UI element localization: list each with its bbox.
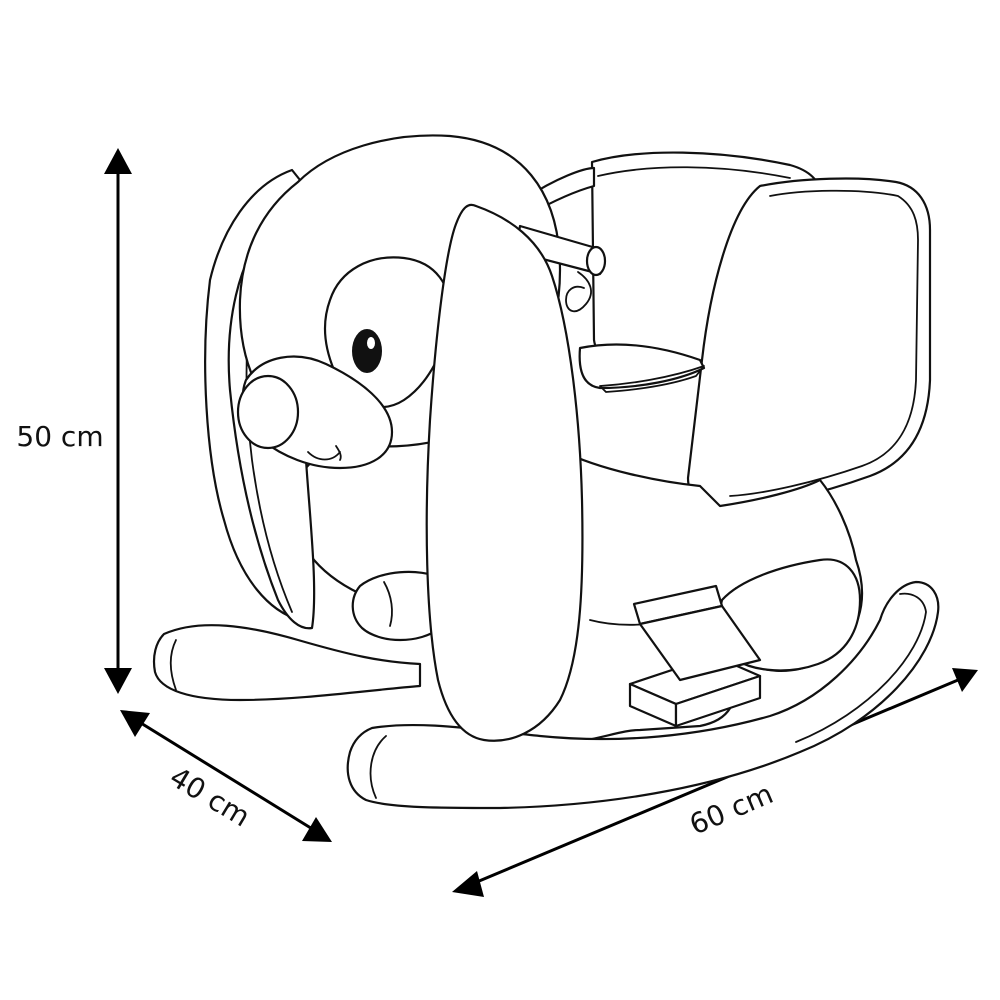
front-rocker [346, 580, 940, 810]
right-armrest-seam [729, 189, 919, 497]
dog-eye [352, 329, 382, 373]
eye-highlight [367, 337, 375, 349]
dog-mouth-corner [335, 445, 342, 461]
dog-mouth [307, 451, 341, 461]
seat-cushion [578, 343, 706, 390]
depth-arrow-end [302, 817, 332, 842]
height-label: 50 cm [16, 420, 103, 453]
width-label: 60 cm [685, 777, 778, 841]
paw-seam [383, 581, 393, 627]
right-ear [425, 203, 584, 742]
height-dimension: 50 cm [16, 148, 132, 694]
front-rocker-inner-edge [369, 735, 387, 799]
height-arrow-bottom [104, 668, 132, 694]
rocking-dog [152, 134, 940, 810]
seat-backrest-seam [597, 166, 791, 179]
width-arrow-start [452, 871, 484, 897]
dog-nose [236, 374, 300, 450]
front-rocker-edge [795, 592, 927, 743]
depth-dimension: 40 cm [120, 710, 332, 842]
handle-strap [565, 271, 592, 313]
depth-label: 40 cm [164, 760, 256, 833]
back-rocker [152, 624, 422, 702]
width-arrow-end [952, 668, 978, 692]
base-crossbar-front [638, 604, 762, 682]
width-dimension-line [471, 678, 959, 886]
depth-arrow-start [120, 710, 150, 737]
right-armrest [686, 177, 932, 510]
back-rocker-inner-edge [169, 639, 177, 691]
seat-belt [599, 365, 705, 393]
height-arrow-top [104, 148, 132, 174]
handle-bar-end [585, 245, 607, 277]
depth-dimension-line [135, 718, 315, 832]
footrest-side [674, 674, 762, 728]
